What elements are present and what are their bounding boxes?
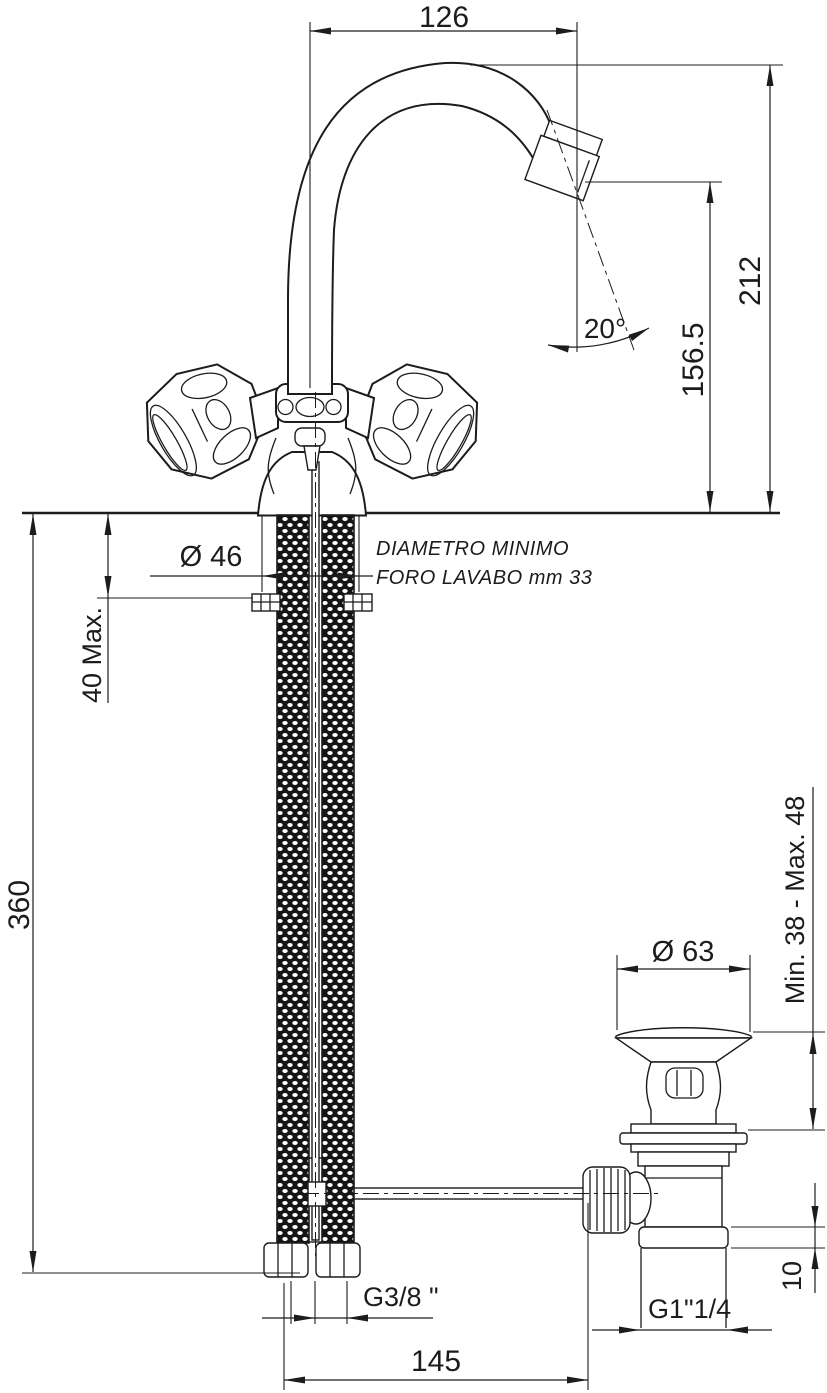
dim-base-diameter-label: Ø 46 [180, 541, 243, 573]
linkage-knurled-nut [582, 1166, 631, 1234]
dim-counter-range-label: Min. 38 - Max. 48 [780, 796, 810, 1005]
overflow-window [665, 1067, 704, 1099]
drain-thread-band [638, 1226, 729, 1249]
dim-drain-offset-label: 145 [411, 1345, 461, 1378]
dim-drain-flange-label: Ø 63 [652, 936, 715, 968]
dim-drain-thread-label: G1"1/4 [648, 1294, 731, 1324]
mounting-bracket [251, 593, 373, 612]
note-line2: FORO LAVABO mm 33 [376, 567, 592, 589]
spray-axis-line [546, 109, 635, 351]
dim-spout-reach-label: 126 [419, 1, 469, 34]
dim-total-height-label: 212 [734, 256, 767, 306]
spout [287, 61, 553, 395]
faucet-body [248, 383, 376, 517]
supply-hose-right [321, 514, 355, 1244]
dim-thread-exposure-label: 10 [777, 1261, 807, 1291]
drain-flange [615, 1027, 752, 1039]
drain-assembly [582, 1027, 754, 1328]
dim-supply-thread-label: G3/8 " [363, 1282, 439, 1312]
dim-hose-length-label: 360 [3, 880, 36, 930]
dim-spray-angle-label: 20° [584, 313, 626, 344]
hose-nut-left [263, 1242, 309, 1278]
aerator [524, 119, 604, 202]
hose-nut-right [315, 1242, 361, 1278]
dimension-lines [22, 22, 825, 1390]
note-line1: DIAMETRO MINIMO [376, 538, 569, 560]
dim-counter-thickness-label: 40 Max. [77, 607, 107, 703]
supply-hose-left [276, 514, 310, 1244]
dim-spout-height-label: 156.5 [677, 322, 710, 397]
